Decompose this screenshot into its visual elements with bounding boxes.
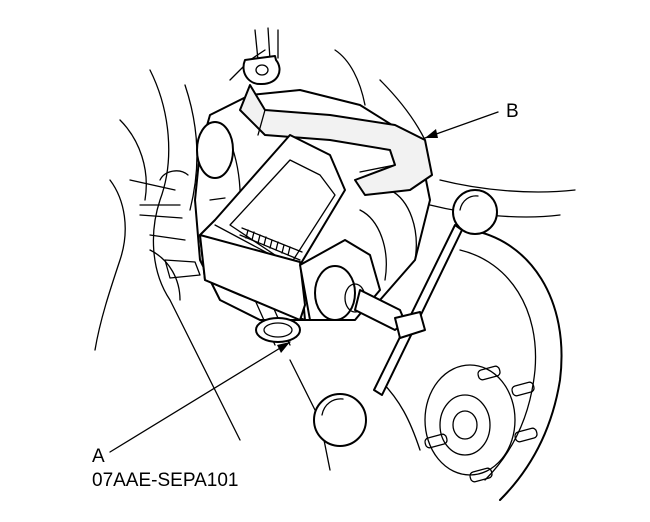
callout-a-leader [109, 341, 291, 453]
label-a: A [92, 446, 105, 467]
callout-leaders [109, 111, 499, 453]
piston-compressor-tool [199, 134, 406, 331]
tool-t-handle [313, 189, 498, 447]
wheel-studs [424, 365, 538, 483]
caliper-bracket-b [239, 27, 433, 196]
label-b: B [506, 101, 519, 122]
brake-rotor [424, 229, 563, 501]
callout-a-arrowhead [277, 342, 290, 353]
caliper-piston [255, 317, 301, 343]
callout-b-leader [424, 111, 499, 139]
callout-b-arrowhead [425, 129, 438, 138]
tool-threaded-screw [239, 227, 303, 261]
tool-part-number: 07AAE-SEPA101 [92, 470, 238, 491]
